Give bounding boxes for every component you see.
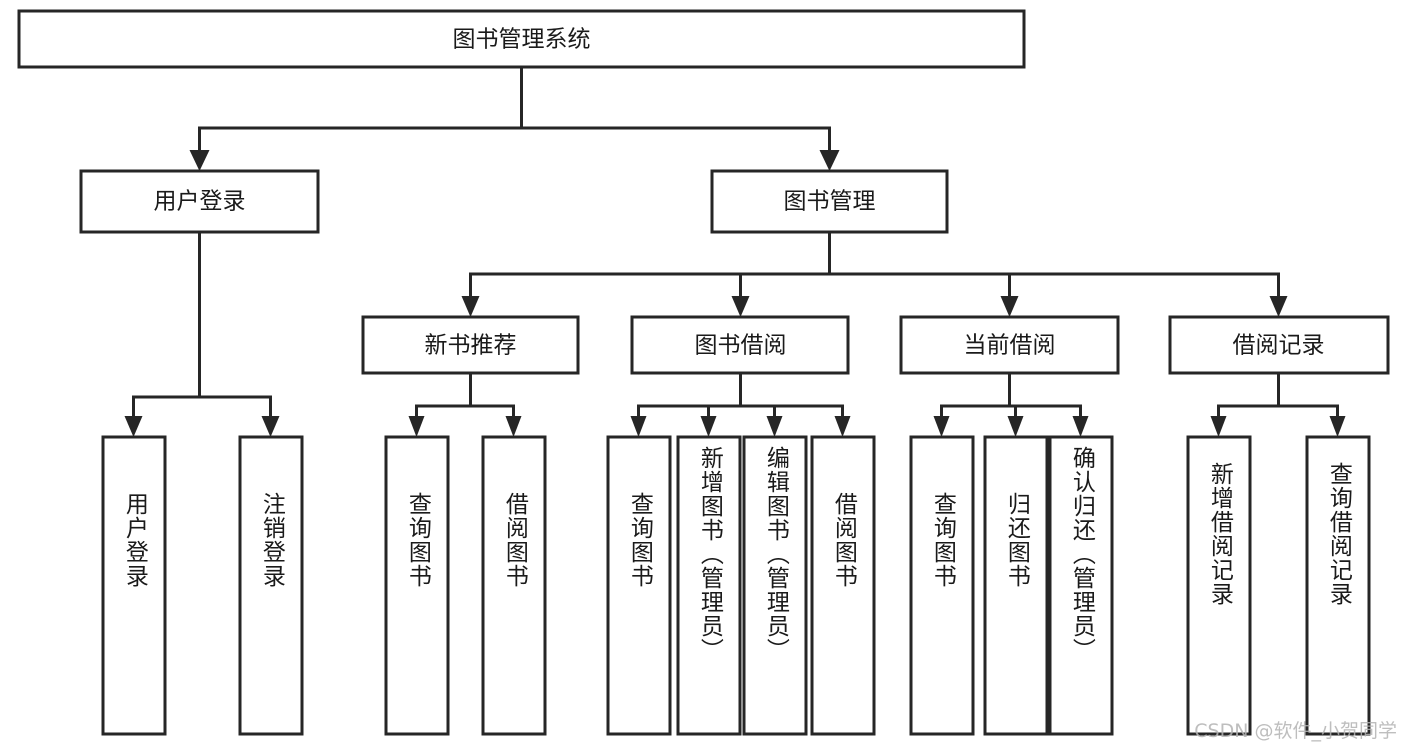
node-book-manage[interactable]: 图书管理 [710,169,949,234]
leaf-label-wrap-query-book-1: 查询图书 [386,492,448,732]
arrowhead-leaf-add-record [1210,416,1227,437]
node-leaf-edit-book-label: 编辑图书（管理员） [762,446,789,662]
node-leaf-borrow-book-2-box[interactable] [810,435,876,736]
arrowhead-book-manage [819,150,840,171]
arrowhead-leaf-confirm-return [1072,416,1089,437]
node-leaf-query-book-2-label: 查询图书 [626,492,653,588]
arrowhead-borrow-record [1269,296,1288,317]
arrowhead-leaf-query-record [1329,416,1346,437]
leaf-label-wrap-add-book: 新增图书（管理员） [678,446,740,732]
node-user-login-label: 用户登录 [154,189,246,215]
arrowhead-leaf-user-login [124,416,143,437]
leaf-label-wrap-query-book-3: 查询图书 [911,492,973,732]
node-user-login-box[interactable] [79,169,320,234]
arrowhead-user-login [189,150,210,171]
node-leaf-query-book-2-box[interactable] [606,435,672,736]
node-root[interactable]: 图书管理系统 [17,9,1026,69]
node-current-borrow[interactable]: 当前借阅 [899,315,1120,375]
arrowhead-leaf-query-book-1 [408,416,425,437]
node-leaf-edit-book-box[interactable] [742,435,808,736]
node-root-label: 图书管理系统 [453,27,591,53]
arrowhead-leaf-query-book-2 [630,416,647,437]
node-root-box[interactable] [17,9,1026,69]
arrowhead-leaf-borrow-book-1 [505,416,522,437]
node-new-book-rec-label: 新书推荐 [425,333,517,359]
node-book-borrow-box[interactable] [630,315,850,375]
node-user-login[interactable]: 用户登录 [79,169,320,234]
node-leaf-logout-box[interactable] [238,435,304,736]
node-leaf-borrow-book-1-box[interactable] [481,435,547,736]
node-book-manage-label: 图书管理 [784,189,876,215]
leaf-label-wrap-logout: 注销登录 [240,492,302,732]
leaf-label-wrap-return-book: 归还图书 [985,492,1047,732]
node-leaf-add-book-box[interactable] [676,435,742,736]
node-leaf-confirm-return-label: 确认归还（管理员） [1068,446,1095,662]
arrowhead-leaf-query-book-3 [933,416,950,437]
arrowhead-leaf-logout [261,416,280,437]
node-leaf-return-book-label: 归还图书 [1003,492,1030,588]
node-leaf-query-book-3-box[interactable] [909,435,975,736]
leaf-label-wrap-edit-book: 编辑图书（管理员） [744,446,806,732]
node-leaf-return-book-box[interactable] [983,435,1049,736]
node-current-borrow-label: 当前借阅 [964,333,1056,359]
arrowhead-leaf-borrow-book-2 [834,416,851,437]
node-borrow-record-label: 借阅记录 [1233,333,1325,359]
node-leaf-query-record-box[interactable] [1305,435,1371,736]
node-book-borrow[interactable]: 图书借阅 [630,315,850,375]
node-current-borrow-box[interactable] [899,315,1120,375]
node-leaf-add-record-box[interactable] [1186,435,1252,736]
node-borrow-record[interactable]: 借阅记录 [1168,315,1390,375]
node-leaf-query-book-1-label: 查询图书 [404,492,431,588]
leaf-label-wrap-confirm-return: 确认归还（管理员） [1050,446,1112,732]
leaf-node-group [101,435,1371,736]
node-leaf-user-login-label: 用户登录 [121,492,148,588]
leaf-label-wrap-borrow-book-2: 借阅图书 [812,492,874,732]
node-borrow-record-box[interactable] [1168,315,1390,375]
node-new-book-rec[interactable]: 新书推荐 [361,315,580,375]
node-book-manage-box[interactable] [710,169,949,234]
arrowhead-leaf-edit-book [766,416,783,437]
node-leaf-confirm-return-box[interactable] [1048,435,1114,736]
connector-group [124,65,1346,437]
node-leaf-add-book-label: 新增图书（管理员） [696,446,723,662]
node-leaf-logout-label: 注销登录 [258,492,285,588]
leaf-label-wrap-query-record: 查询借阅记录 [1307,462,1369,732]
arrowhead-new-book-rec [461,296,480,317]
node-leaf-query-record-label: 查询借阅记录 [1325,462,1352,606]
node-leaf-query-book-3-label: 查询图书 [929,492,956,588]
node-book-borrow-label: 图书借阅 [695,333,787,359]
node-new-book-rec-box[interactable] [361,315,580,375]
node-leaf-borrow-book-2-label: 借阅图书 [830,492,857,588]
arrowhead-leaf-add-book [700,416,717,437]
arrowhead-current-borrow [1000,296,1019,317]
node-leaf-borrow-book-1-label: 借阅图书 [501,492,528,588]
leaf-label-wrap-borrow-book-1: 借阅图书 [483,492,545,732]
node-leaf-query-book-1-box[interactable] [384,435,450,736]
arrowhead-leaf-return-book [1007,416,1024,437]
node-leaf-user-login-box[interactable] [101,435,167,736]
leaf-label-wrap-user-login: 用户登录 [103,492,165,732]
arrowhead-book-borrow [731,296,750,317]
node-leaf-add-record-label: 新增借阅记录 [1206,462,1233,606]
leaf-label-wrap-query-book-2: 查询图书 [608,492,670,732]
leaf-label-wrap-add-record: 新增借阅记录 [1188,462,1250,732]
